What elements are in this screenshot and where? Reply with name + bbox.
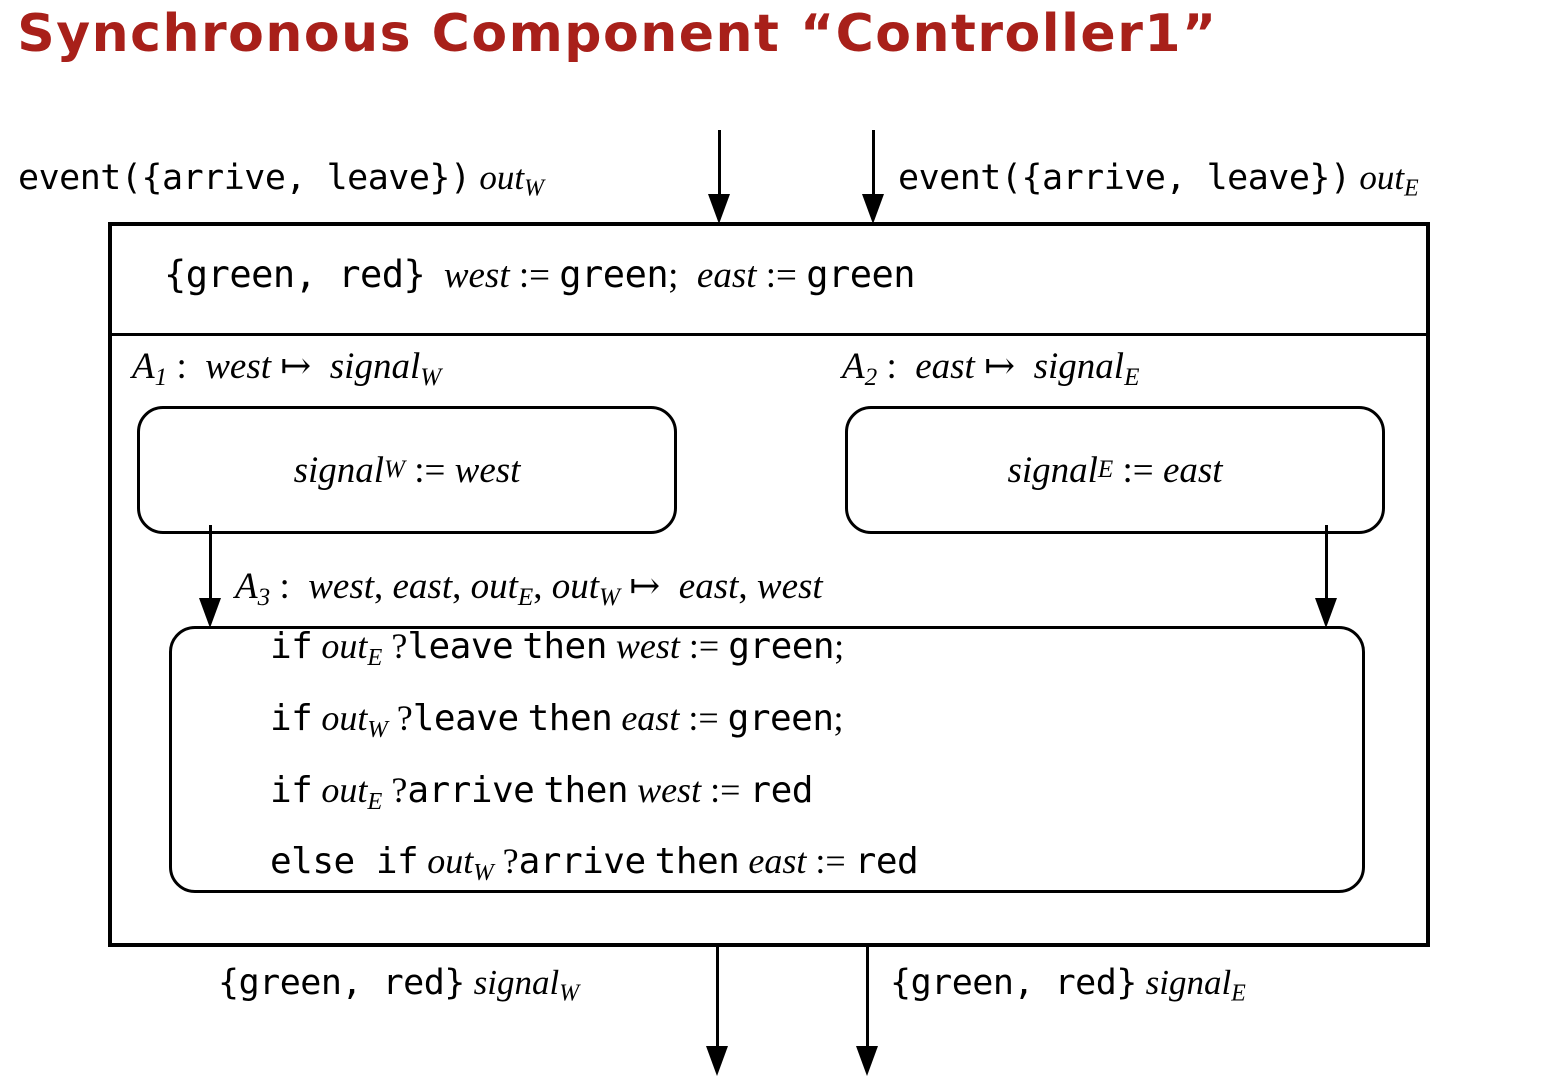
page-title: Synchronous Component “Controller1” [17,4,1218,64]
output-east-port-subscript: E [1231,980,1246,1007]
arrow-shaft [717,130,721,198]
declaration-value-east: green [806,253,916,296]
input-east-port-subscript: E [1404,175,1419,202]
output-port-label-east: {green, red} signalE [890,965,1246,1006]
input-east-port-name: out [1359,158,1405,197]
output-port-label-west: {green, red} signalW [218,965,579,1006]
output-east-port-name: signal [1145,963,1232,1002]
atom-label-a2: A2 : east ↦ signalE [842,346,1140,392]
declaration-var-west: west [443,255,510,296]
arrow-a2-to-a3 [1315,525,1337,628]
arrow-shaft [208,525,212,602]
arrow-input-east [862,130,884,224]
input-west-port-name: out [479,158,525,197]
input-port-label-west: event({arrive, leave}) outW [18,160,544,201]
component-box: {green, red} west := green; east := gree… [108,222,1430,947]
declaration-strip: {green, red} west := green; east := gree… [112,226,1426,336]
arrow-shaft [1324,525,1328,602]
declaration-value-west: green [559,253,669,296]
code-line-1: if outE ?leave then west := green; [270,625,845,671]
output-west-port-name: signal [473,963,560,1002]
arrow-head [1315,598,1337,628]
arrow-shaft [715,947,719,1052]
declaration-type-set: {green, red} [164,253,426,296]
arrow-shaft [865,947,869,1052]
output-west-type-text: {green, red} [218,963,465,1003]
arrow-head [708,194,730,224]
input-west-type-text: event({arrive, leave}) [18,158,471,198]
declaration-var-east: east [696,255,757,296]
declaration-text: {green, red} west := green; east := gree… [164,253,916,296]
task-box-a3: if outE ?leave then west := green; if ou… [169,626,1365,893]
code-line-3: if outE ?arrive then west := red [270,769,813,815]
arrow-head [199,598,221,628]
atom-label-a1: A1 : west ↦ signalW [132,346,442,392]
arrow-output-east [856,947,878,1076]
arrow-head [706,1046,728,1076]
input-west-port-subscript: W [524,175,544,202]
output-west-port-subscript: W [559,980,580,1007]
input-east-type-text: event({arrive, leave}) [898,158,1351,198]
arrow-input-west [708,130,730,224]
arrow-a1-to-a3 [199,525,221,628]
task-a3-code: if outE ?leave then west := green; if ou… [172,626,1362,890]
output-east-type-text: {green, red} [890,963,1137,1003]
arrow-head [856,1046,878,1076]
arrow-shaft [871,130,875,198]
input-port-label-east: event({arrive, leave}) outE [898,160,1419,201]
code-line-4: else if outW ?arrive then east := red [270,841,919,887]
arrow-head [862,194,884,224]
arrow-output-west [706,947,728,1076]
code-line-2: if outW ?leave then east := green; [270,697,844,743]
atom-label-a3: A3 : west, east, outE, outW ↦ east, west [235,566,823,612]
